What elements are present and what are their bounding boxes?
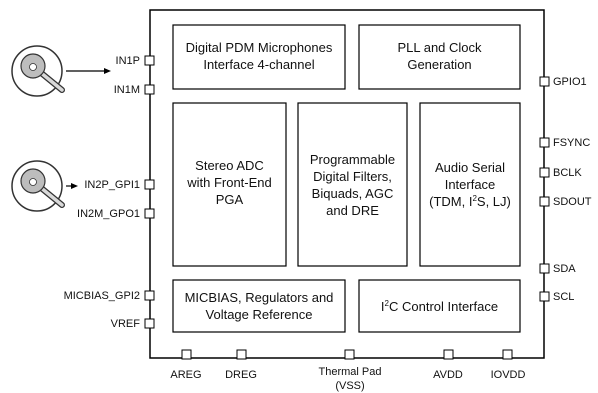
left-pins: IN1P IN1M IN2P_GPI1 IN2M_GPO1 MICBIAS_GP… — [64, 55, 155, 330]
pin-vref-label: VREF — [111, 318, 141, 330]
regulators-block: MICBIAS, Regulators and Voltage Referenc… — [172, 279, 346, 333]
pin-bclk-box — [539, 167, 550, 178]
dsp-line2: Digital Filters, — [313, 169, 392, 184]
pin-sdout-box — [539, 196, 550, 207]
pin-areg-label: AREG — [170, 369, 201, 381]
pin-in1p-box — [144, 55, 155, 66]
pll-line2: Generation — [407, 57, 471, 72]
adc-line2: with Front-End — [186, 175, 272, 190]
pin-fsync-label: FSYNC — [553, 137, 590, 149]
mic2-arrowhead — [71, 183, 78, 189]
pin-avdd-label: AVDD — [433, 369, 463, 381]
pin-sdout-label: SDOUT — [553, 196, 592, 208]
pll-line1: PLL and Clock — [397, 40, 482, 55]
i2c-label: I2C Control Interface — [381, 299, 498, 314]
pin-micbias-label: MICBIAS_GPI2 — [64, 290, 140, 302]
pin-fsync-box — [539, 137, 550, 148]
microphone-icon — [11, 45, 65, 97]
audio-serial-interface-block: Audio Serial Interface (TDM, I2S, LJ) — [419, 102, 521, 267]
pin-scl-box — [539, 291, 550, 302]
dsp-line4: and DRE — [326, 203, 379, 218]
pin-iovdd-label: IOVDD — [491, 369, 526, 381]
asi-superscript: 2 — [472, 194, 477, 203]
pdm-line2: Interface 4-channel — [203, 57, 314, 72]
reg-line2: Voltage Reference — [206, 307, 313, 322]
asi-line3-b: S, LJ) — [477, 194, 511, 209]
bottom-pins: AREG DREG Thermal Pad (VSS) AVDD IOVDD — [170, 349, 526, 392]
pdm-line1: Digital PDM Microphones — [186, 40, 333, 55]
pin-micbias-box — [144, 290, 155, 301]
asi-line1: Audio Serial — [435, 160, 505, 175]
pin-in2m-box — [144, 208, 155, 219]
pin-vss-label: (VSS) — [335, 380, 364, 392]
pin-avdd-box — [443, 349, 454, 360]
pin-scl-label: SCL — [553, 291, 574, 303]
pin-in2p-box — [144, 179, 155, 190]
pin-in1m-label: IN1M — [114, 84, 140, 96]
dsp-block: Programmable Digital Filters, Biquads, A… — [297, 102, 408, 267]
pin-areg-box — [181, 349, 192, 360]
asi-line3-a: (TDM, I — [429, 194, 472, 209]
pin-dreg-box — [236, 349, 247, 360]
i2c-control-block: I2C Control Interface — [358, 279, 521, 333]
pll-block: PLL and Clock Generation — [358, 24, 521, 90]
asi-line2: Interface — [445, 177, 496, 192]
right-pins: GPIO1 FSYNC BCLK SDOUT SDA SCL — [539, 76, 592, 303]
microphone-icon — [11, 160, 65, 212]
pin-vref-box — [144, 318, 155, 329]
pin-dreg-label: DREG — [225, 369, 257, 381]
pin-in1m-box — [144, 84, 155, 95]
pin-bclk-label: BCLK — [553, 167, 582, 179]
stereo-adc-block: Stereo ADC with Front-End PGA — [172, 102, 287, 267]
reg-line1: MICBIAS, Regulators and — [185, 290, 334, 305]
adc-line3: PGA — [216, 192, 244, 207]
dsp-line1: Programmable — [310, 152, 395, 167]
mic1-arrowhead — [104, 68, 111, 74]
pin-thermal-pad-label: Thermal Pad — [319, 366, 382, 378]
pdm-interface-block: Digital PDM Microphones Interface 4-chan… — [172, 24, 346, 90]
pin-sda-box — [539, 263, 550, 274]
pin-in2m-label: IN2M_GPO1 — [77, 208, 140, 220]
pin-sda-label: SDA — [553, 263, 576, 275]
adc-line1: Stereo ADC — [195, 158, 264, 173]
pin-in2p-label: IN2P_GPI1 — [84, 179, 140, 191]
pin-thermal-pad-box — [344, 349, 355, 360]
i2c-b: C Control Interface — [389, 299, 498, 314]
pin-gpio1-label: GPIO1 — [553, 76, 587, 88]
pin-iovdd-box — [502, 349, 513, 360]
i2c-a: I — [381, 299, 385, 314]
asi-line3: (TDM, I2S, LJ) — [429, 194, 511, 209]
dsp-line3: Biquads, AGC — [312, 186, 394, 201]
pin-gpio1-box — [539, 76, 550, 87]
pin-in1p-label: IN1P — [116, 55, 140, 67]
i2c-superscript: 2 — [385, 299, 390, 308]
